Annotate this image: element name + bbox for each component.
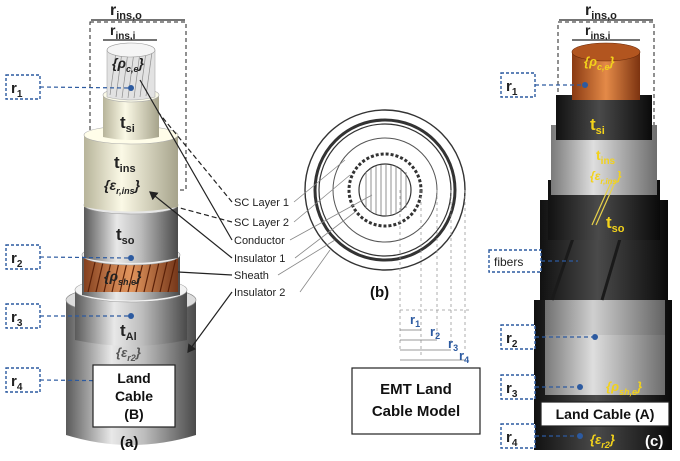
layer-leaders — [139, 79, 233, 353]
layer-insulator1: Insulator 1 — [234, 253, 285, 265]
r1-dot — [128, 85, 134, 91]
r-tags-a — [5, 74, 129, 393]
tins-label-a: tins — [114, 153, 136, 175]
r-ins-i-label-a: rins,i — [110, 22, 136, 42]
caption-b: (b) — [370, 284, 389, 301]
layer-sheath: Sheath — [234, 270, 269, 282]
r3-label-b: r3 — [448, 336, 458, 353]
r3-tag-a: r3 — [11, 309, 23, 329]
rho-she-label-a: {ρsh,e} — [104, 268, 142, 287]
r3-dot-c — [577, 384, 583, 390]
panel-c: r1 r2 r3 r4 fibers rins,o rins,i {ρc,e} … — [488, 2, 672, 450]
r-tags-c — [488, 72, 592, 449]
eps-r2-label-c: {εr2} — [590, 432, 615, 450]
fibers-label-c: fibers — [494, 255, 523, 269]
rho-she-label-c: {ρsh,e} — [606, 379, 642, 397]
panel-a: r1 r2 r3 r4 rins,o rins,i {ρc,e} tsi tin… — [5, 2, 197, 451]
rho-ce-label-c: {ρc,e} — [584, 54, 615, 72]
eps-ins-label-c: {εr,ins} — [590, 169, 622, 186]
r2-tag-a: r2 — [11, 250, 23, 270]
si-cylinder-c — [556, 95, 652, 140]
land-cable-a-label: Land Cable (A) — [556, 406, 655, 422]
r4-dot-c — [577, 433, 583, 439]
r3-dot — [128, 313, 134, 319]
radius-projections — [399, 190, 470, 358]
emt-box-line2: Cable Model — [372, 403, 460, 420]
caption-c: (c) — [645, 433, 663, 450]
tsi-label-a: tsi — [120, 113, 135, 135]
radius-arrows — [400, 329, 465, 361]
r2-tag-c: r2 — [506, 330, 518, 350]
conductor-top — [106, 42, 156, 58]
land-cable-b-box — [92, 364, 176, 428]
emt-model-box — [351, 367, 481, 435]
r2-dot-c — [592, 334, 598, 340]
layer-insulator2: Insulator 2 — [234, 287, 285, 299]
conductor-core-b — [358, 163, 412, 217]
conductor-c — [572, 52, 640, 100]
eps-r2-label-a: {εr2} — [116, 345, 141, 363]
conductor-top-c — [571, 42, 641, 62]
r4-label-b: r4 — [459, 348, 469, 365]
layer-sc2: SC Layer 2 — [234, 217, 289, 229]
tins-label-c: tins — [596, 147, 616, 167]
fiber-yellow-c — [591, 179, 617, 226]
land-cable-b-line3: (B) — [124, 406, 143, 422]
conductor-hatch-b — [365, 164, 407, 216]
r-ins-i-label-c: rins,i — [585, 22, 611, 42]
r1-label-b: r1 — [410, 312, 420, 329]
land-cable-a-box — [540, 401, 670, 427]
r2-label-b: r2 — [430, 324, 440, 341]
tso-label-a: tso — [116, 225, 135, 247]
si-cylinder — [103, 95, 159, 140]
rho-ce-label-a: {ρc,e} — [112, 55, 144, 74]
r4-tag-a: r4 — [11, 373, 23, 393]
layer-list: SC Layer 1 SC Layer 2 Conductor Insulato… — [234, 197, 289, 299]
r1-dot-c — [582, 82, 588, 88]
r-ins-o-label-a: rins,o — [110, 2, 142, 22]
r-ins-o-label-c: rins,o — [585, 2, 617, 22]
tal-label-a: tAl — [120, 321, 137, 343]
land-cable-b-line2: Cable — [115, 388, 153, 404]
r3-tag-c: r3 — [506, 380, 518, 400]
r4-tag-c: r4 — [506, 429, 518, 449]
layer-conductor: Conductor — [234, 235, 285, 247]
r2-dot — [128, 255, 134, 261]
ins-cylinder-c — [551, 125, 657, 195]
r1-tag-c: r1 — [506, 78, 518, 98]
screen-band-c — [545, 335, 665, 395]
r1-tag-a: r1 — [11, 80, 23, 100]
caption-a: (a) — [120, 434, 138, 451]
tsi-label-c: tsi — [590, 115, 605, 137]
layer-sc1: SC Layer 1 — [234, 197, 289, 209]
emt-box-line1: EMT Land — [380, 381, 452, 398]
land-cable-b-line1: Land — [117, 370, 150, 386]
so-cylinder — [84, 205, 178, 263]
eps-ins-label-a: {εr,ins} — [104, 177, 141, 196]
section-leaders — [277, 159, 373, 293]
tso-label-c: tso — [606, 213, 625, 235]
panel-b: r1 r2 r3 r4 SC Layer 1 SC Layer 2 Conduc… — [234, 109, 481, 435]
